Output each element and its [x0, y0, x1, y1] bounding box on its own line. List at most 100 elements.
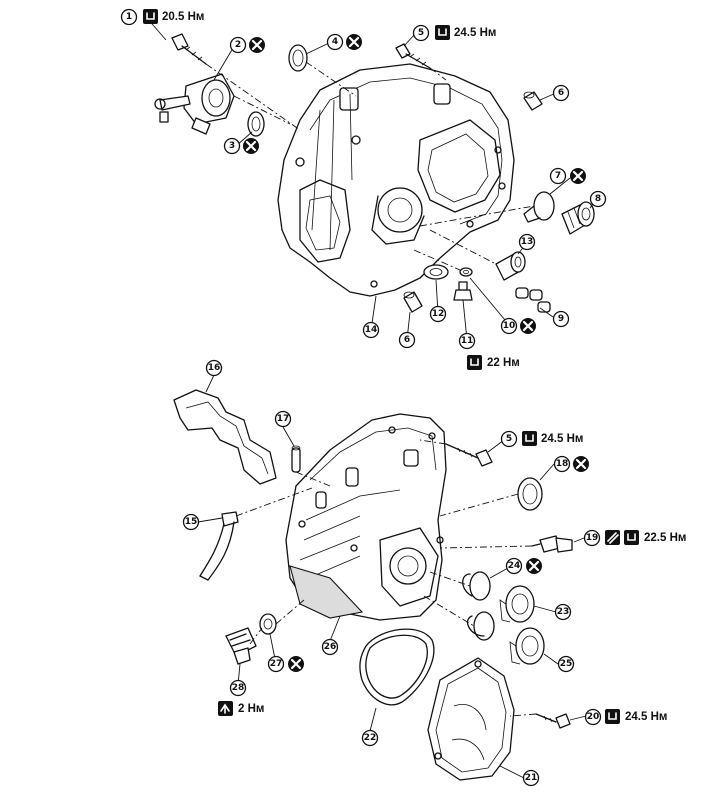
dowel-pin-part-6-upper — [523, 91, 543, 111]
oil-seal-part-4 — [288, 44, 308, 72]
callout-16: 16 — [205, 359, 223, 377]
torque-value-11: 22 Нм — [487, 357, 520, 369]
oil-seal-part-18 — [517, 477, 543, 511]
torque-value-19: 22.5 Нм — [644, 532, 686, 544]
torque-wrench-icon — [435, 25, 450, 40]
callout-5-upper: 5 — [412, 24, 430, 42]
torque-spec-5-upper: 24.5 Нм — [435, 25, 496, 40]
washer-part-10 — [459, 267, 473, 277]
switch-part-19 — [531, 535, 573, 553]
plug-caps-part-9 — [515, 287, 551, 313]
bolt-part-20 — [535, 713, 571, 729]
callout-6-lower-label: 6 — [404, 335, 410, 345]
callout-17: 17 — [274, 410, 292, 428]
callout-27-label: 27 — [270, 659, 283, 669]
callout-24-label: 24 — [508, 561, 521, 571]
clutch-housing — [277, 63, 515, 297]
transmission-case — [285, 413, 447, 621]
bracket-part-16 — [173, 389, 277, 485]
gasket-part-22 — [359, 628, 435, 706]
callout-18-label: 18 — [556, 459, 569, 469]
filler-plug-part-28 — [225, 627, 257, 665]
callout-11: 11 — [458, 332, 476, 350]
callout-6-upper-label: 6 — [558, 88, 564, 98]
callout-11-label: 11 — [461, 336, 474, 346]
callout-12-label: 12 — [432, 309, 445, 319]
callout-1-label: 1 — [126, 12, 132, 22]
callout-23-label: 23 — [557, 607, 570, 617]
bolt-part-1 — [171, 33, 207, 65]
callout-28: 28 — [229, 679, 247, 697]
callout-12: 12 — [429, 305, 447, 323]
slave-cylinder-part-2 — [154, 73, 235, 135]
callout-7-label: 7 — [555, 171, 561, 181]
callout-3-label: 3 — [229, 141, 235, 151]
callout-2-label: 2 — [235, 40, 241, 50]
callout-26-label: 26 — [324, 642, 337, 652]
replace-x-icon-18 — [573, 456, 589, 472]
replace-x-icon-10 — [520, 318, 536, 334]
torque-value-1: 20.5 Нм — [162, 11, 204, 23]
bearing-part-25 — [509, 627, 545, 665]
replace-x-icon-27 — [288, 656, 304, 672]
callout-3: 3 — [223, 137, 241, 155]
callout-16-label: 16 — [208, 363, 221, 373]
callout-4-label: 4 — [332, 37, 338, 47]
callout-20-label: 20 — [587, 712, 600, 722]
torque-wrench-icon — [467, 355, 482, 370]
callout-24: 24 — [505, 557, 523, 575]
callout-5-upper-label: 5 — [418, 28, 424, 38]
torque-spec-11: 22 Нм — [467, 355, 520, 370]
torque-value-5-lower: 24.5 Нм — [541, 433, 583, 445]
callout-7: 7 — [549, 167, 567, 185]
callout-22: 22 — [361, 729, 379, 747]
callout-6-lower: 6 — [398, 331, 416, 349]
torque-wrench-icon — [624, 530, 639, 545]
bolt-part-5-upper — [395, 43, 431, 69]
callout-14: 14 — [362, 321, 380, 339]
replace-x-icon-4 — [346, 34, 362, 50]
drain-plug-part-11 — [453, 281, 473, 301]
replace-x-icon-3 — [243, 138, 259, 154]
seal-part-3 — [247, 111, 265, 137]
callout-10-label: 10 — [503, 321, 516, 331]
bearing-part-13 — [495, 251, 526, 281]
torque-value-20: 24.5 Нм — [625, 711, 667, 723]
callout-22-label: 22 — [364, 733, 377, 743]
callout-13: 13 — [518, 233, 536, 251]
rear-cover-part-21 — [427, 657, 515, 781]
hand-tighten-icon — [218, 701, 233, 716]
callout-13-label: 13 — [521, 237, 534, 247]
callout-23: 23 — [554, 603, 572, 621]
callout-17-label: 17 — [277, 414, 290, 424]
bolt-part-5-lower — [445, 443, 493, 467]
callout-9-label: 9 — [558, 314, 564, 324]
torque-spec-1: 20.5 Нм — [143, 9, 204, 24]
dowel-pin-part-6-lower — [403, 291, 423, 313]
replace-x-icon-7 — [570, 168, 586, 184]
replace-x-icon-2 — [249, 37, 265, 53]
callout-9: 9 — [552, 310, 570, 328]
torque-spec-19: 22.5 Нм — [605, 530, 686, 545]
bearing-part-23 — [499, 585, 535, 623]
callout-2: 2 — [229, 36, 247, 54]
callout-4: 4 — [326, 33, 344, 51]
callout-28-label: 28 — [232, 683, 245, 693]
callout-6-upper: 6 — [552, 84, 570, 102]
callout-15: 15 — [182, 513, 200, 531]
upper-leader-lines — [145, 16, 597, 341]
callout-5-lower-label: 5 — [506, 434, 512, 444]
callout-26: 26 — [321, 638, 339, 656]
torque-wrench-icon — [605, 709, 620, 724]
oil-tube-part-15 — [199, 511, 239, 581]
callout-1: 1 — [120, 8, 138, 26]
pin-part-17 — [291, 445, 301, 473]
snap-rings-part-24 — [462, 571, 495, 641]
callout-10: 10 — [500, 317, 518, 335]
callout-25: 25 — [557, 655, 575, 673]
bearing-part-8 — [561, 201, 595, 235]
callout-14-label: 14 — [365, 325, 378, 335]
callout-20: 20 — [584, 708, 602, 726]
torque-spec-5-lower: 24.5 Нм — [522, 431, 583, 446]
